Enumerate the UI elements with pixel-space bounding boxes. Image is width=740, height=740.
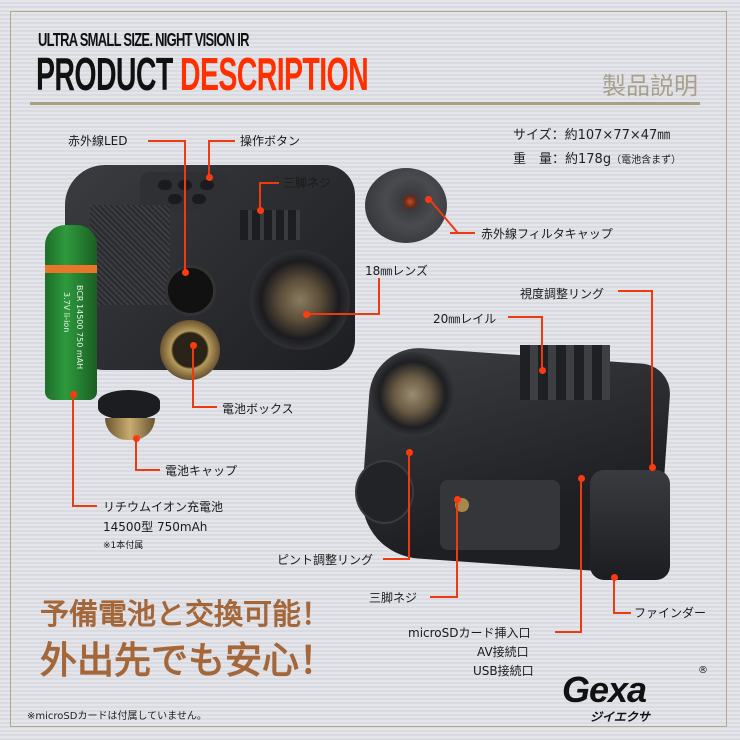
title-product: PRODUCT xyxy=(36,48,173,100)
ir-led-lens xyxy=(165,265,216,316)
spec-weight-note: （電池含まず） xyxy=(611,155,682,166)
label-viewfinder: ファインダー xyxy=(634,606,707,620)
viewfinder-hood xyxy=(590,470,670,580)
label-battery-cap: 電池キャップ xyxy=(165,464,238,478)
label-control-buttons: 操作ボタン xyxy=(240,134,301,148)
grip-texture xyxy=(90,205,170,305)
label-ir-led: 赤外線LED xyxy=(68,134,128,148)
battery-box xyxy=(160,320,220,380)
brand-kana: ジイエクサ xyxy=(590,710,650,724)
title-description: DESCRIPTION xyxy=(179,48,369,100)
footnote: ※microSDカードは付属していません。 xyxy=(27,711,207,722)
label-diopter-ring: 視度調整リング xyxy=(520,287,605,301)
label-usb-port: USB接続口 xyxy=(473,664,534,678)
jp-title: 製品説明 xyxy=(602,72,698,100)
label-rail: 20㎜レイル xyxy=(433,312,497,326)
spec-size: サイズ：約107×77×47㎜ xyxy=(513,128,671,143)
label-av-port: AV接続口 xyxy=(477,645,529,659)
header-divider xyxy=(30,102,700,105)
content-frame xyxy=(10,11,727,727)
label-battery-capacity: 14500型 750mAh xyxy=(103,520,208,534)
label-battery-included: ※1本付属 xyxy=(103,541,144,551)
battery-voltage-print: 3.7V li-ion xyxy=(62,292,71,333)
page-title: PRODUCT DESCRIPTION xyxy=(36,48,369,100)
rail-top xyxy=(240,210,300,240)
rail-bottom xyxy=(520,345,610,400)
registered-mark: ® xyxy=(698,665,708,676)
spec-weight: 重 量：約178g（電池含まず） xyxy=(513,148,681,167)
spec-weight-value: 重 量：約178g xyxy=(513,152,612,167)
label-tripod-screw-top: 三脚ネジ xyxy=(283,176,332,190)
label-microsd-slot: microSDカード挿入口 xyxy=(408,626,531,640)
label-lens: 18㎜レンズ xyxy=(365,264,429,278)
label-tripod-screw-bottom: 三脚ネジ xyxy=(369,591,418,605)
label-focus-ring: ピント調整リング xyxy=(277,553,374,567)
header-subtitle: ULTRA SMALL SIZE. NIGHT VISION IR xyxy=(38,30,249,50)
label-battery-box: 電池ボックス xyxy=(222,402,294,416)
eyepiece-lens xyxy=(370,352,455,437)
label-battery-type: リチウムイオン充電池 xyxy=(103,500,224,514)
brand-logo: Gexa xyxy=(562,669,647,710)
focus-knob xyxy=(355,460,414,524)
objective-lens xyxy=(250,250,350,350)
tagline-line1: 予備電池と交換可能！ xyxy=(40,597,331,631)
tagline-line2: 外出先でも安心！ xyxy=(40,638,336,682)
label-ir-filter-cap: 赤外線フィルタキャップ xyxy=(481,227,613,241)
bottom-plate xyxy=(440,480,560,550)
battery-model-print: BCR 14500 750 mAH xyxy=(75,285,84,370)
